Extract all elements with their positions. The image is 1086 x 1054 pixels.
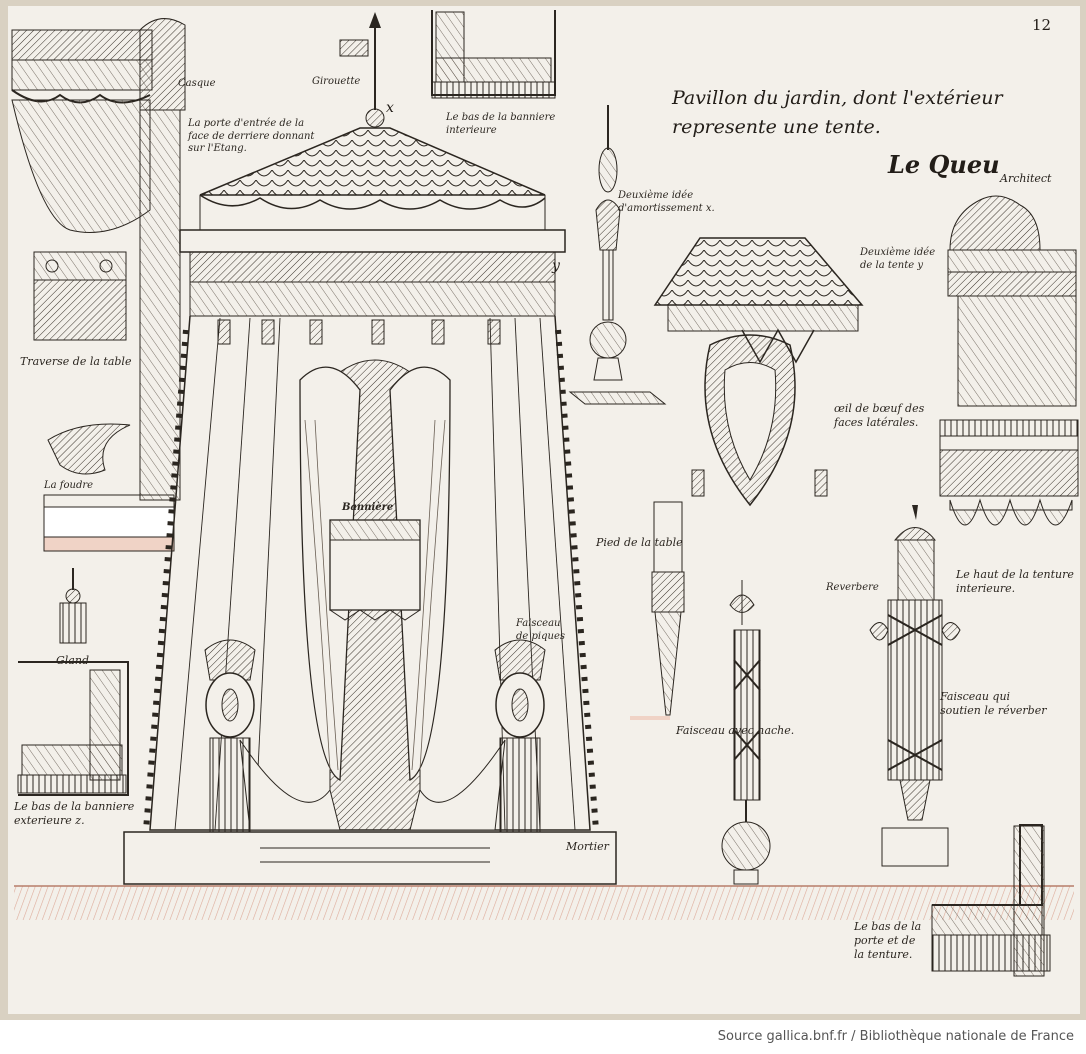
label-table-leg: Pied de la table xyxy=(596,536,683,549)
table-rail-detail xyxy=(33,251,127,341)
title-line-1: Pavillon du jardin, dont l'extérieur xyxy=(672,87,1003,109)
label-fasces-pikes-line-1: Faisceau xyxy=(516,618,561,629)
label-lamp: Reverbere xyxy=(826,582,879,593)
lamp-fasces-column xyxy=(869,505,961,867)
finial-drawing xyxy=(568,105,667,405)
label-exterior-banner: Le bas de la banniere exterieure z. xyxy=(14,800,134,828)
library-name: Bibliothèque nationale de France xyxy=(859,1029,1074,1044)
label-interior-banner: Le bas de la banniere interieure xyxy=(446,112,555,137)
mark-y: y xyxy=(552,258,560,274)
title-line-2: represente une tente. xyxy=(672,116,881,139)
fasces-with-axe xyxy=(721,580,771,885)
label-entry-door-line-1: La porte d'entrée de la xyxy=(188,118,305,129)
label-second-tent: Deuxième idée de la tente y xyxy=(860,247,935,272)
label-thunderbolt: La foudre xyxy=(44,480,94,491)
drawing-title: Pavillon du jardin, dont l'extérieur rep… xyxy=(672,84,1003,143)
source-link[interactable]: Source gallica.bnf.fr xyxy=(717,1029,847,1044)
second-tent-idea xyxy=(653,237,864,507)
mark-x: x xyxy=(386,100,394,116)
upper-hanging-detail xyxy=(939,419,1079,526)
label-door-hanging-line-3: la tenture. xyxy=(854,947,913,961)
tent-crest-detail xyxy=(947,195,1077,407)
label-second-finial-line-1: Deuxième idée xyxy=(618,190,694,201)
label-fasces-lamp-line-2: soutien le réverber xyxy=(940,703,1047,717)
ground-wash xyxy=(14,886,1074,920)
architect-signature: Le Queu xyxy=(888,150,1000,179)
label-door-hanging-line-2: porte et de xyxy=(854,933,916,947)
source-caption: Source gallica.bnf.fr / Bibliothèque nat… xyxy=(718,1029,1074,1044)
label-entry-door-line-3: sur l'Etang. xyxy=(188,143,247,154)
label-exterior-banner-line-1: Le bas de la banniere xyxy=(14,800,135,813)
label-mortar: Mortier xyxy=(566,840,609,853)
pavilion-tent xyxy=(123,12,617,885)
label-oculus: œil de bœuf des faces latérales. xyxy=(834,402,924,430)
label-table-rail: Traverse de la table xyxy=(20,355,132,368)
door-hanging-corner xyxy=(931,824,1051,977)
moulding-strip xyxy=(43,494,175,552)
interior-banner-bottom xyxy=(431,10,556,99)
table-leg xyxy=(630,501,685,720)
label-banner: Bannière xyxy=(342,502,394,513)
label-oculus-line-1: œil de bœuf des xyxy=(834,402,925,415)
label-fasces-axe: Faisceau avec hache. xyxy=(676,724,795,737)
label-second-tent-line-1: Deuxième idée xyxy=(860,247,936,258)
label-second-finial-line-2: d'amortissement x. xyxy=(618,202,715,214)
label-interior-banner-line-1: Le bas de la banniere xyxy=(446,112,556,123)
label-tassel: Gland xyxy=(56,654,89,667)
drawing-sheet: 12 Pavillon du jardin, dont l'extérieur … xyxy=(0,0,1086,1020)
label-entry-door: La porte d'entrée de la face de derriere… xyxy=(188,118,314,156)
label-fasces-lamp: Faisceau qui soutien le réverber xyxy=(940,690,1046,718)
label-oculus-line-2: faces latérales. xyxy=(834,415,919,429)
label-fasces-pikes: Faisceau de piques xyxy=(516,618,565,643)
label-upper-hanging: Le haut de la tenture interieure. xyxy=(956,568,1074,596)
label-upper-hanging-line-1: Le haut de la tenture xyxy=(956,568,1074,581)
label-second-tent-line-2: de la tente y xyxy=(860,259,923,271)
label-second-finial: Deuxième idée d'amortissement x. xyxy=(618,190,715,215)
architect-title: Architect xyxy=(1000,172,1052,185)
label-door-hanging-line-1: Le bas de la xyxy=(854,920,922,933)
label-fasces-pikes-line-2: de piques xyxy=(516,630,565,642)
ink-drawing xyxy=(0,0,1086,1020)
caption-separator: / xyxy=(847,1029,860,1044)
thunderbolt-ornament xyxy=(47,423,131,475)
label-girouette: Girouette xyxy=(312,76,361,87)
label-entry-door-line-2: face de derriere donnant xyxy=(188,130,315,142)
banner-fragment-top-left xyxy=(11,18,186,501)
label-exterior-banner-line-2: exterieure z. xyxy=(14,813,85,827)
tassel-drawing xyxy=(59,568,87,644)
exterior-banner-corner xyxy=(17,661,129,796)
label-fasces-lamp-line-1: Faisceau qui xyxy=(940,690,1011,703)
label-door-hanging: Le bas de la porte et de la tenture. xyxy=(854,920,921,961)
page-number: 12 xyxy=(1032,16,1052,34)
label-casque: Casque xyxy=(178,78,216,89)
label-upper-hanging-line-2: interieure. xyxy=(956,581,1016,595)
label-interior-banner-line-2: interieure xyxy=(446,124,497,136)
